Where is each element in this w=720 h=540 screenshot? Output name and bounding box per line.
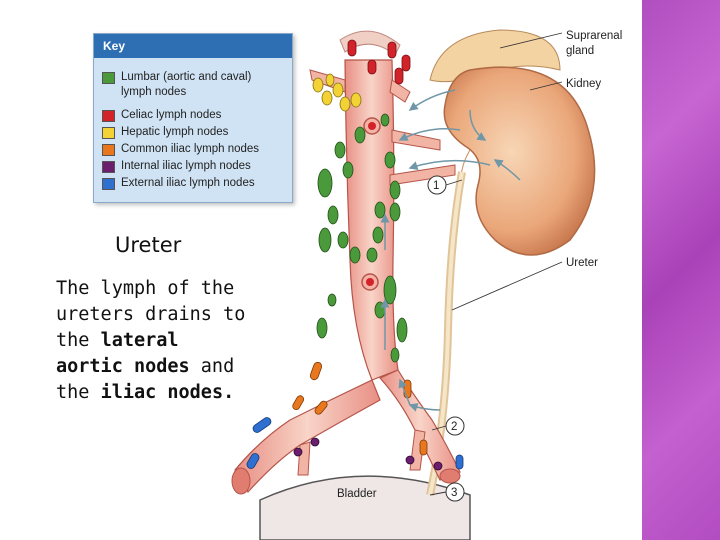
leader-lines: [429, 32, 563, 496]
hepatic-swatch: [102, 127, 115, 139]
body-text-part2: and the: [56, 356, 235, 403]
key-label-lumbar-line2: lymph nodes: [121, 86, 187, 98]
celiac-swatch: [102, 110, 115, 122]
left-iliac-branch: [234, 379, 381, 494]
lumbar-nodes: [316, 113, 408, 363]
external-iliac-nodes: [246, 417, 464, 470]
key-label-lumbar: Lumbar (aortic and caval): [121, 71, 252, 83]
label-number-1: 1: [433, 180, 439, 192]
bladder-shape: [259, 475, 471, 540]
label-bladder: Bladder: [337, 488, 377, 500]
label-suprarenal-line2: gland: [566, 45, 594, 57]
slide-body-text: The lymph of the ureters drains to the l…: [56, 276, 256, 406]
body-text-bold2: iliac nodes.: [100, 382, 235, 403]
label-kidney: Kidney: [566, 78, 601, 90]
lymph-drainage-diagram: Suprarenal gland Kidney Ureter Bladder 1…: [231, 29, 622, 540]
key-legend: Key Lumbar (aortic and caval) lymph node…: [93, 33, 293, 203]
key-title: Key: [94, 34, 292, 58]
label-ureter: Ureter: [566, 257, 598, 269]
aorta-trunk: [344, 59, 399, 381]
internal-iliac-nodes: [293, 437, 443, 471]
slide-heading: Ureter: [115, 233, 182, 257]
right-iliac-branch: [378, 369, 461, 481]
label-number-2: 2: [451, 421, 457, 433]
label-number-3: 3: [451, 487, 457, 499]
decorative-side-band: [642, 0, 720, 540]
celiac-nodes: [347, 39, 411, 85]
body-text-part1: The lymph of the ureters drains to the: [56, 278, 246, 351]
drainage-arrows: [380, 89, 521, 412]
key-label-external-iliac: External iliac lymph nodes: [121, 177, 255, 189]
hepatic-nodes: [312, 73, 362, 112]
key-label-internal-iliac: Internal iliac lymph nodes: [121, 160, 251, 172]
key-label-celiac: Celiac lymph nodes: [121, 109, 222, 121]
key-label-hepatic: Hepatic lymph nodes: [121, 126, 229, 138]
common-iliac-swatch: [102, 144, 115, 156]
external-iliac-swatch: [102, 178, 115, 190]
label-suprarenal-line1: Suprarenal: [566, 30, 622, 42]
lumbar-swatch: [102, 72, 115, 84]
internal-iliac-swatch: [102, 161, 115, 173]
key-label-common-iliac: Common iliac lymph nodes: [121, 143, 260, 155]
kidney-shape: [443, 66, 596, 256]
body-text-bold1: lateral aortic nodes: [56, 330, 190, 377]
